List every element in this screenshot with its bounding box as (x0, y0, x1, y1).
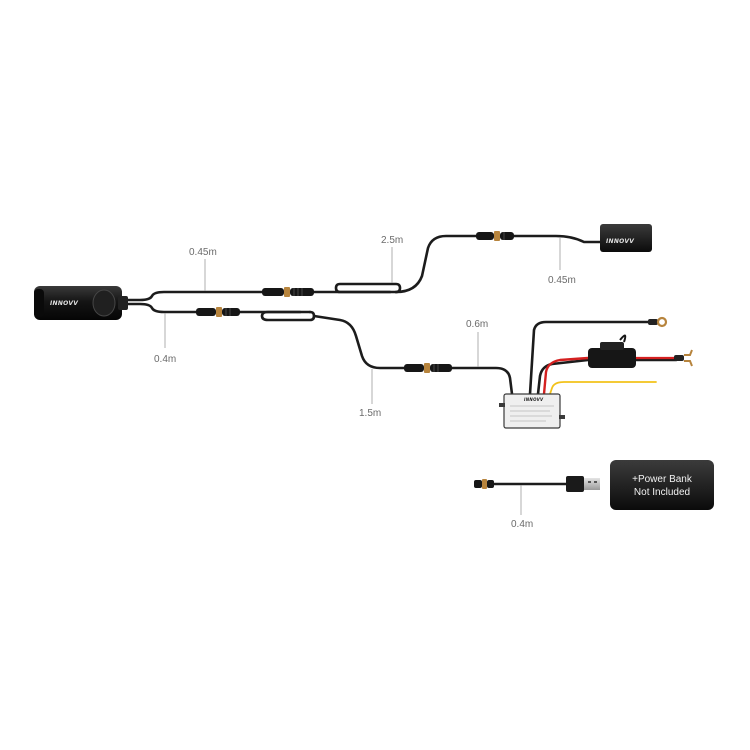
power-bank: +Power Bank Not Included (610, 460, 714, 510)
yellow-wire (549, 381, 657, 395)
cables (126, 234, 678, 486)
label-rear-end: 0.45m (548, 275, 576, 286)
fuse-body (588, 348, 636, 368)
front-camera-brand: INNOVV (50, 300, 79, 307)
connector-rear (476, 231, 514, 241)
rear-camera-body (600, 224, 652, 252)
fuse-holder (588, 334, 636, 368)
cable-converter-in (450, 366, 514, 396)
cable-bottom-branch (126, 302, 198, 314)
cable-rear-rise (394, 234, 478, 294)
cable-power-drop (312, 314, 406, 370)
front-camera-plug (118, 296, 128, 310)
usb-plug (566, 476, 600, 492)
usb-plug-tip (584, 478, 600, 490)
power-bank-body (610, 460, 714, 510)
positive-fork-terminal (674, 349, 693, 367)
power-converter: INNOVV (499, 393, 565, 429)
cable-top-branch (126, 290, 264, 302)
power-bank-line1: +Power Bank (632, 474, 693, 485)
rear-camera: INNOVV (600, 224, 652, 252)
usb-plug-body (566, 476, 584, 492)
label-main-bottom: 0.4m (154, 354, 176, 365)
label-rear-top: 2.5m (381, 235, 403, 246)
label-power-short: 0.6m (466, 319, 488, 330)
cable-ground-lead (528, 320, 652, 396)
power-bank-line2: Not Included (634, 487, 690, 498)
length-labels: 0.45m 0.4m 2.5m 0.45m 1.5m 0.6m 0.4m (154, 235, 576, 530)
connectors (196, 231, 514, 489)
label-usb: 0.4m (511, 519, 533, 530)
leader-lines (164, 237, 561, 515)
red-wire (542, 356, 590, 396)
front-camera-lens (34, 289, 44, 317)
label-power-long: 1.5m (359, 408, 381, 419)
ground-terminal (648, 316, 668, 328)
cable-rear-coil (334, 282, 402, 294)
cable-rear-end (512, 234, 604, 244)
connector-power (404, 363, 452, 373)
label-main-top: 0.45m (189, 247, 217, 258)
connector-usb-cable (474, 479, 494, 489)
converter-brand: INNOVV (524, 397, 544, 402)
connector-top (262, 287, 314, 297)
cable-power-coil (260, 310, 316, 322)
rear-camera-brand: INNOVV (606, 238, 635, 245)
front-camera: INNOVV (34, 286, 128, 320)
fuse-cap (600, 342, 624, 350)
front-camera-knob (92, 289, 116, 317)
connector-bottom (196, 307, 240, 317)
